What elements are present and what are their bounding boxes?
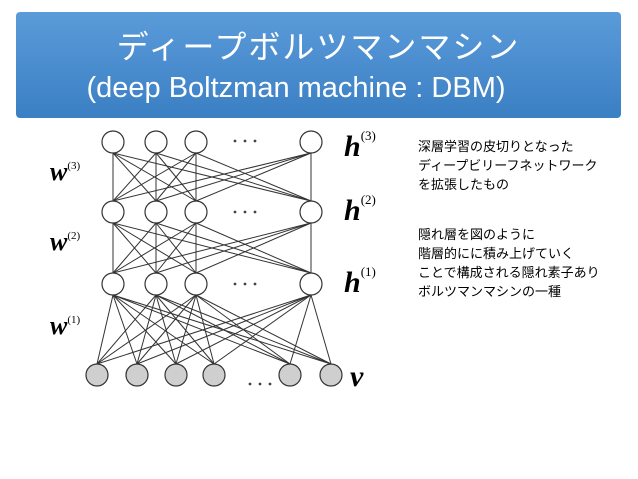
layer-label-h3: h(3) bbox=[344, 128, 376, 163]
ellipsis-dot bbox=[243, 282, 247, 286]
hidden-unit-h1 bbox=[144, 272, 168, 296]
connection-edge bbox=[175, 294, 312, 365]
ellipsis-dot bbox=[253, 210, 257, 214]
hidden-unit-h1 bbox=[184, 272, 208, 296]
slide-subtitle: (deep Boltzman machine : DBM) bbox=[86, 72, 506, 104]
connection-edge bbox=[155, 222, 312, 274]
connection-edge bbox=[155, 152, 197, 202]
hidden-unit-h3 bbox=[299, 130, 323, 154]
hidden-unit-h1 bbox=[101, 272, 125, 296]
hidden-unit-h2 bbox=[101, 200, 125, 224]
ellipsis-dot bbox=[233, 139, 237, 143]
note-line: ことで構成される隠れ素子あり bbox=[418, 266, 600, 281]
connection-edge bbox=[96, 294, 114, 365]
description-note-2: 隠れ層を図のように 階層的にに積み上げていく ことで構成される隠れ素子あり ボル… bbox=[418, 226, 638, 302]
weight-label-w2: w(2) bbox=[50, 227, 81, 256]
ellipsis-dot bbox=[253, 282, 257, 286]
ellipsis-dot bbox=[233, 210, 237, 214]
slide-title: ディープボルツマンマシン bbox=[116, 28, 521, 66]
connection-edge bbox=[310, 294, 332, 365]
hidden-unit-h1 bbox=[299, 272, 323, 296]
connection-edge bbox=[112, 222, 197, 274]
layer-label-h2: h(2) bbox=[344, 192, 376, 227]
visible-unit-v bbox=[164, 363, 188, 387]
hidden-unit-h3 bbox=[184, 130, 208, 154]
weight-label-w1: w(1) bbox=[50, 311, 81, 340]
ellipsis-dot bbox=[258, 382, 262, 386]
ellipsis-dot bbox=[233, 282, 237, 286]
hidden-unit-h2 bbox=[184, 200, 208, 224]
hidden-unit-h2 bbox=[299, 200, 323, 224]
connection-edge bbox=[136, 294, 197, 365]
connection-edge bbox=[112, 152, 197, 202]
connection-edge bbox=[112, 294, 138, 365]
ellipsis-dot bbox=[268, 382, 272, 386]
ellipsis-dot bbox=[243, 139, 247, 143]
connection-edge bbox=[112, 152, 312, 202]
connection-edge bbox=[112, 294, 291, 365]
connection-edge bbox=[195, 222, 312, 274]
note-line: 隠れ層を図のように bbox=[418, 228, 536, 243]
note-line: 階層的にに積み上げていく bbox=[418, 247, 575, 262]
title-banner: ディープボルツマンマシン (deep Boltzman machine : DB… bbox=[16, 12, 621, 118]
note-line: を拡張したもの bbox=[418, 178, 510, 193]
connection-edge bbox=[112, 222, 312, 274]
note-line: ボルツマンマシンの一種 bbox=[418, 285, 562, 300]
connection-edge bbox=[96, 294, 312, 365]
hidden-unit-h3 bbox=[144, 130, 168, 154]
visible-unit-v bbox=[278, 363, 302, 387]
visible-unit-v bbox=[85, 363, 109, 387]
ellipsis-dot bbox=[248, 382, 252, 386]
connection-edge bbox=[96, 294, 157, 365]
layer-label-h1: h(1) bbox=[344, 264, 376, 299]
weight-label-w3: w(3) bbox=[50, 157, 81, 186]
connection-edge bbox=[175, 294, 197, 365]
ellipsis-dot bbox=[253, 139, 257, 143]
description-note-1: 深層学習の皮切りとなった ディープビリーフネットワーク を拡張したもの bbox=[418, 138, 638, 195]
connection-edge bbox=[155, 222, 197, 274]
hidden-unit-h2 bbox=[144, 200, 168, 224]
connection-edge bbox=[96, 294, 197, 365]
hidden-unit-h3 bbox=[101, 130, 125, 154]
visible-unit-v bbox=[319, 363, 343, 387]
visible-unit-v bbox=[125, 363, 149, 387]
connection-edge bbox=[112, 222, 157, 274]
note-line: 深層学習の皮切りとなった bbox=[418, 140, 574, 155]
connection-edge bbox=[289, 294, 312, 365]
connection-edge bbox=[213, 294, 312, 365]
connection-edge bbox=[195, 152, 312, 202]
connection-edge bbox=[136, 294, 312, 365]
layer-label-v: v bbox=[350, 360, 364, 393]
connection-edge bbox=[195, 294, 332, 365]
connection-edge bbox=[155, 152, 312, 202]
visible-unit-v bbox=[202, 363, 226, 387]
connection-edge bbox=[112, 152, 157, 202]
ellipsis-dot bbox=[243, 210, 247, 214]
connection-edge bbox=[112, 294, 215, 365]
connection-edge bbox=[155, 294, 215, 365]
note-line: ディープビリーフネットワーク bbox=[418, 159, 598, 174]
